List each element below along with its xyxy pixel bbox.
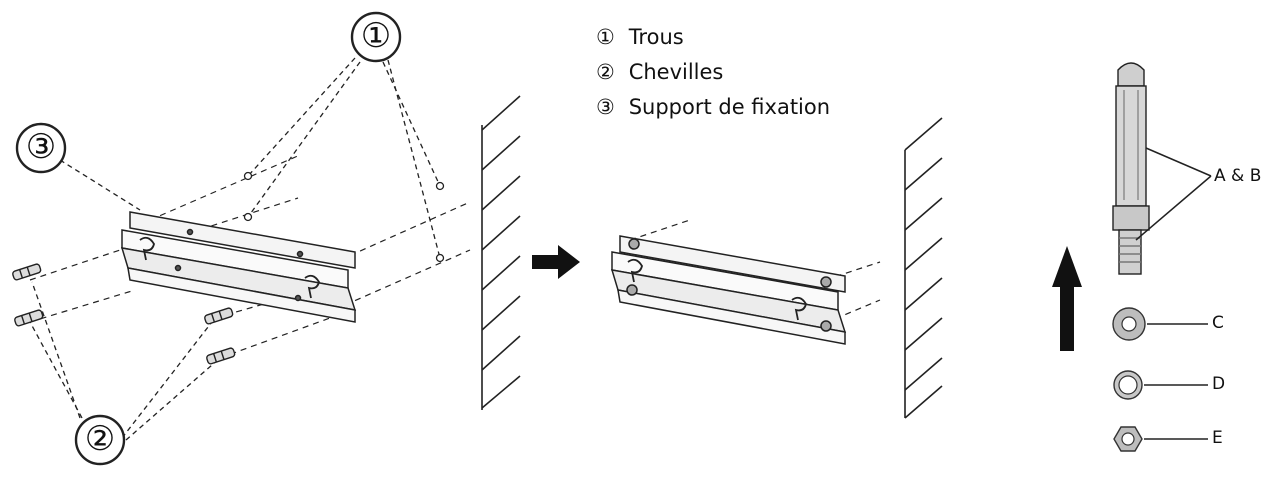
- legend-label: Support de fixation: [628, 95, 831, 119]
- small-washer-drawing: [1113, 370, 1208, 400]
- anchor: [206, 347, 236, 365]
- wall-anchors: [12, 263, 236, 365]
- holes-callout: ①: [356, 19, 396, 53]
- middle-assembly: [610, 117, 943, 419]
- legend-item-holes: ① Trous: [596, 20, 830, 55]
- holes-callout-number: ①: [360, 16, 392, 56]
- bracket-callout: ③: [21, 130, 61, 164]
- wall-left: [481, 95, 521, 410]
- anchor: [12, 263, 42, 281]
- anchor-bolt-drawing: [1112, 62, 1150, 275]
- anchor: [14, 309, 44, 327]
- bracket-leader-line: [59, 159, 141, 211]
- small-washer-label: D: [1212, 374, 1226, 394]
- legend-number: ②: [596, 60, 615, 84]
- anchors-callout: ②: [80, 422, 120, 456]
- legend-item-bracket: ③ Support de fixation: [596, 90, 830, 125]
- legend-number: ③: [596, 95, 615, 119]
- right-arrow-icon: [532, 245, 580, 279]
- holes-callout-circle: [350, 11, 402, 63]
- anchors-leader-lines: [29, 281, 221, 441]
- bracket-callout-circle: [15, 122, 67, 174]
- holes-leader-lines: [247, 57, 441, 259]
- anchors-callout-circle: [74, 414, 126, 466]
- legend-number: ①: [596, 25, 615, 49]
- large-washer-drawing: [1112, 307, 1208, 341]
- legend-label: Trous: [628, 25, 684, 49]
- anchor-bolt-label: A & B: [1214, 166, 1262, 186]
- anchor-bolt-leaders: [1135, 147, 1212, 241]
- wall-holes: [243, 171, 445, 263]
- legend-item-anchors: ② Chevilles: [596, 55, 830, 90]
- legend-label: Chevilles: [628, 60, 724, 84]
- nut-label: E: [1212, 428, 1223, 448]
- up-arrow-icon: [1052, 246, 1082, 351]
- anchor: [204, 307, 234, 325]
- mounting-bracket: [120, 211, 357, 323]
- bracket-callout-number: ③: [25, 127, 57, 167]
- wall-right: [904, 117, 943, 419]
- nut-drawing: [1113, 426, 1208, 452]
- left-assembly: [12, 57, 521, 441]
- anchors-callout-number: ②: [84, 419, 116, 459]
- legend: ① Trous ② Chevilles ③ Support de fixatio…: [596, 20, 830, 125]
- large-washer-label: C: [1212, 313, 1224, 333]
- mounted-bracket: [610, 235, 847, 345]
